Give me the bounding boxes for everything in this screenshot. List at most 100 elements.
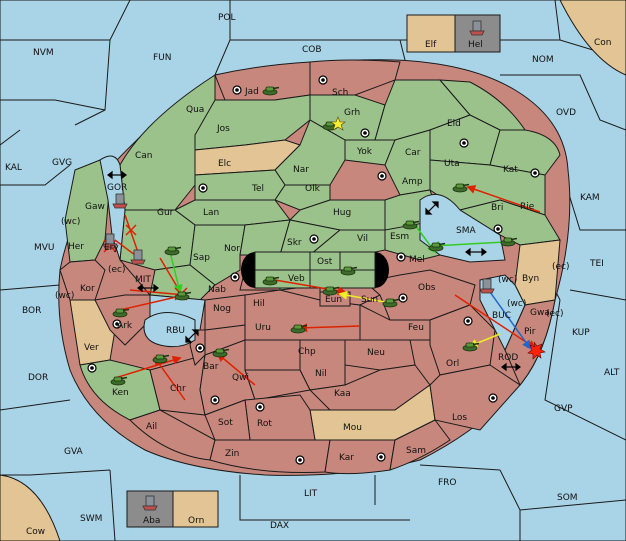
label-mel: Mel [409, 255, 425, 265]
label-gva: GVA [64, 447, 84, 457]
label-eun: Eun [325, 295, 342, 305]
label-orn: Orn [188, 516, 204, 526]
label-ail: Ail [146, 422, 157, 432]
label-mvu: MVU [34, 243, 55, 253]
label-rod: ROD [498, 353, 518, 363]
label-byn: Byn [522, 274, 539, 284]
supply-centers [87, 75, 540, 465]
label-pir: Pir [524, 327, 536, 337]
label-dax: DAX [270, 521, 289, 531]
label-can: Can [135, 151, 153, 161]
label-sun: Sun [361, 295, 378, 305]
label-rbu: RBU [166, 326, 185, 336]
label-nom: NOM [532, 55, 554, 65]
label-vil: Vil [357, 234, 368, 244]
label-ery: Ery [104, 243, 119, 253]
label-eld: Eld [447, 119, 461, 129]
label-fro: FRO [438, 478, 457, 488]
label-nar: Nar [293, 165, 309, 175]
label-nab: Nab [208, 285, 226, 295]
label-chr: Chr [170, 384, 186, 394]
land-label-group: Jad Sch Grh Qua Jos Eld Can Yok Car Uta … [55, 87, 570, 463]
label-pol: POL [218, 13, 236, 23]
label-kup: KUP [572, 328, 590, 338]
label-kor: Kor [80, 284, 95, 294]
label-aba: Aba [143, 516, 160, 526]
label-veb: Veb [288, 274, 305, 284]
label-wc3: (wc) [55, 291, 74, 301]
label-kaa: Kaa [334, 389, 351, 399]
label-hil: Hil [253, 299, 265, 309]
label-sma: SMA [456, 226, 476, 236]
label-los: Los [452, 413, 467, 423]
label-jad: Jad [244, 87, 259, 97]
label-kal: KAL [5, 163, 22, 173]
label-qua: Qua [186, 105, 204, 115]
label-ovd: OVD [556, 108, 576, 118]
label-skr: Skr [287, 238, 302, 248]
label-gvg: GVG [52, 158, 72, 168]
label-gor: GOR [107, 183, 127, 193]
label-gaw: Gaw [85, 202, 105, 212]
label-tei: TEI [589, 259, 604, 269]
label-wc1: (wc) [61, 217, 80, 227]
label-cob: COB [302, 45, 322, 55]
label-rot: Rot [257, 419, 272, 429]
label-hel: Hel [468, 40, 483, 50]
star-icon [330, 116, 346, 131]
label-neu: Neu [367, 348, 385, 358]
label-jos: Jos [216, 124, 230, 134]
label-amp: Amp [402, 177, 423, 187]
label-car: Car [405, 148, 421, 158]
rbu-sea[interactable] [143, 312, 196, 348]
label-ec2: (ec) [552, 262, 570, 272]
label-ec1: (ec) [108, 265, 126, 275]
label-nvm: NVM [33, 48, 54, 58]
label-ken: Ken [112, 388, 129, 398]
label-con: Con [594, 38, 612, 48]
label-elf: Elf [425, 40, 437, 50]
label-elc: Elc [218, 159, 231, 169]
label-grh: Grh [344, 108, 360, 118]
label-olk: Olk [305, 184, 321, 194]
label-ark: Ark [117, 321, 133, 331]
label-uru: Uru [255, 323, 271, 333]
central-capsule [241, 251, 389, 289]
byn-region[interactable] [514, 239, 561, 306]
label-bar: Bar [203, 362, 219, 372]
sea-label-group: POL COB FUN NVM NOM OVD KAL GVG KAM TEI … [5, 13, 620, 537]
elf-box[interactable] [406, 14, 456, 53]
label-nog: Nog [213, 304, 231, 314]
orn-box[interactable] [172, 490, 219, 528]
label-lan: Lan [203, 208, 219, 218]
label-hug: Hug [333, 208, 351, 218]
label-ec3: (ec) [546, 309, 564, 319]
label-bri: Bri [491, 203, 503, 213]
label-zin: Zin [225, 449, 239, 459]
label-obs: Obs [418, 283, 436, 293]
label-wc4: (wc) [507, 299, 526, 309]
label-sam: Sam [406, 446, 426, 456]
label-feu: Feu [408, 323, 424, 333]
label-yok: Yok [356, 147, 373, 157]
explosion-icon [527, 341, 546, 360]
label-buc: BUC [492, 311, 511, 321]
label-sap: Sap [193, 253, 210, 263]
label-tel: Tel [251, 184, 264, 194]
label-gvp: GVP [554, 404, 573, 414]
label-lit: LIT [304, 489, 318, 499]
label-mou: Mou [343, 423, 362, 433]
label-ver: Ver [84, 343, 99, 353]
label-mit: MIT [135, 275, 151, 285]
label-nil: Nil [315, 369, 327, 379]
label-fun: FUN [153, 53, 172, 63]
label-som: SOM [557, 493, 578, 503]
label-alt: ALT [604, 368, 620, 378]
label-ost: Ost [317, 257, 333, 267]
label-qwi: Qwi [232, 373, 249, 383]
label-swm: SWM [80, 514, 102, 524]
label-kat: Kat [503, 165, 518, 175]
label-gwa: Gwa [530, 308, 550, 318]
